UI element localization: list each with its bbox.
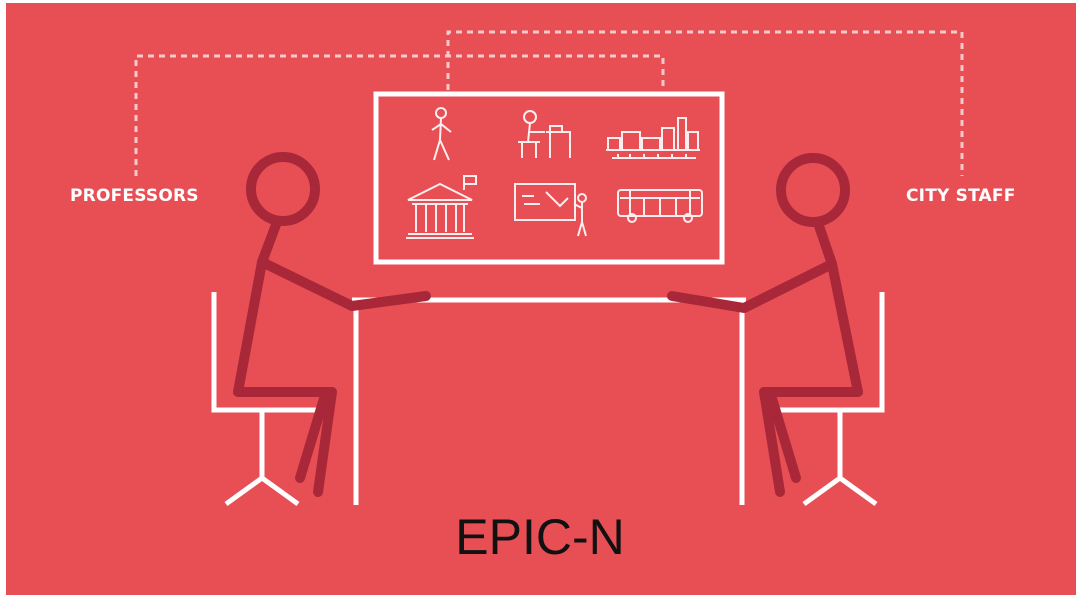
info-board <box>373 91 725 265</box>
right-person <box>667 153 863 497</box>
presentation-icon <box>514 183 587 237</box>
right-chair <box>780 292 885 507</box>
professors-label: PROFESSORS <box>70 186 199 206</box>
city-skyline-icon <box>606 117 700 159</box>
pedestrian-icon <box>431 107 452 161</box>
bus-icon <box>617 189 703 223</box>
dashed-connectors <box>134 30 964 176</box>
desk-worker-icon <box>518 110 571 158</box>
city-hall-icon <box>406 175 477 239</box>
left-chair <box>211 292 316 507</box>
left-person <box>233 152 431 497</box>
epic-n-title: EPIC-N <box>455 509 625 565</box>
city-staff-label: CITY STAFF <box>906 186 1016 206</box>
